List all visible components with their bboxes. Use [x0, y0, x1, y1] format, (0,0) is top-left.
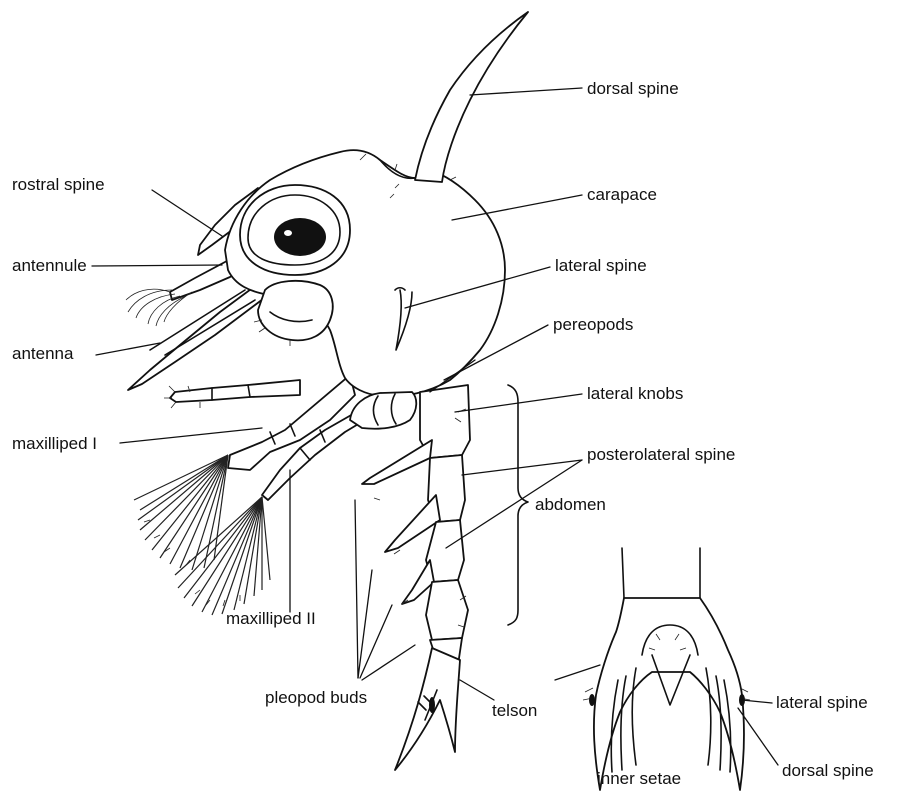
telson-dorsal-view [583, 548, 750, 790]
label-maxilliped-1: maxilliped I [12, 434, 97, 453]
label-lateral-spine: lateral spine [555, 256, 647, 275]
abdomen-body [362, 385, 470, 770]
abdomen-bracket [508, 385, 528, 625]
label-pleopod-buds: pleopod buds [265, 688, 367, 707]
maxilliped-setae-fans [134, 455, 270, 615]
label-lateral-knobs: lateral knobs [587, 384, 683, 403]
label-maxilliped-2: maxilliped II [226, 609, 316, 628]
antenna [128, 275, 275, 390]
label-telson-lateral-spine: lateral spine [776, 693, 868, 712]
label-carapace: carapace [587, 185, 657, 204]
label-telson: telson [492, 701, 537, 720]
label-dorsal-spine: dorsal spine [587, 79, 679, 98]
label-posterolateral-spine: posterolateral spine [587, 445, 735, 464]
carapace-body [225, 150, 505, 396]
maxilliped-1 [164, 375, 355, 470]
dorsal-spine [415, 12, 528, 182]
mouthparts [254, 281, 333, 346]
label-pereopods: pereopods [553, 315, 633, 334]
label-abdomen: abdomen [535, 495, 606, 514]
eye-pupil [274, 218, 326, 256]
eye [240, 185, 350, 275]
pereopods-group [350, 392, 416, 429]
label-antenna: antenna [12, 344, 74, 363]
label-inner-setae: inner setae [597, 769, 681, 788]
label-rostral-spine: rostral spine [12, 175, 105, 194]
label-telson-dorsal-spine: dorsal spine [782, 761, 874, 780]
label-antennule: antennule [12, 256, 87, 275]
